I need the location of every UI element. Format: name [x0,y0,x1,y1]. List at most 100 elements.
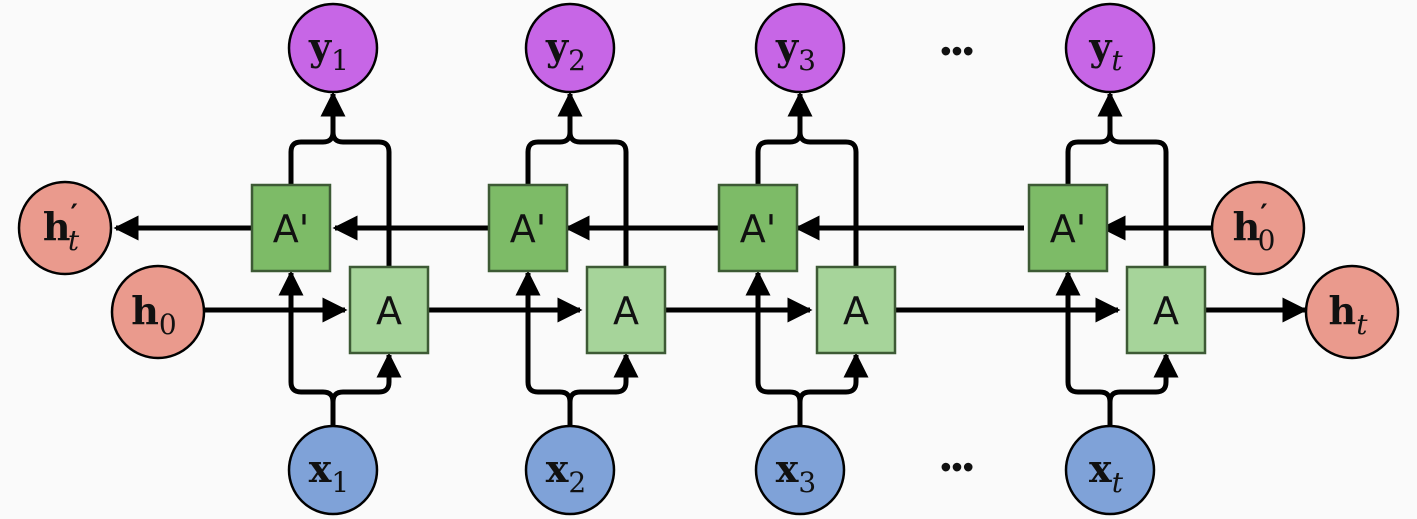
forward-cell-1-rect [348,265,430,355]
output-node-2: y2 [524,2,616,94]
output-node-2-base: y [545,24,569,69]
forward-cell-4-to-output [1097,91,1169,267]
input-node-3: x3 [754,424,846,516]
hidden-forward-in-subscript: 0 [159,308,177,341]
connection-lines [113,91,1308,426]
output-node-2-label: y2 [545,24,586,77]
backward-cell-4-to-output [1065,131,1113,185]
backward-cell-2-label: A' [510,207,546,251]
forward-cell-4-label: A [1153,289,1179,333]
ellipsis-bottom: ••• [940,449,974,485]
input-3-to-backward-cell [745,270,803,426]
output-node-4: yt [1064,2,1156,94]
backward-cell-1-rect [250,183,332,273]
input-node-3-circle [754,424,846,516]
input-4-to-forward-cell [1107,352,1179,403]
hidden-forward-out-base: h [1329,288,1357,333]
output-node-3-circle [754,2,846,94]
output-node-3: y3 [754,2,846,94]
hidden-backward-in-base: h [1233,204,1261,249]
backward-cell-4-label: A' [1050,207,1086,251]
cells: A' A A' A A' A A' A [250,183,1207,355]
output-node-2-subscript: 2 [568,44,586,77]
output-node-4-subscript: t [1111,44,1123,77]
hidden-forward-in-circle [110,264,206,360]
hidden-forward-in-label: h0 [131,288,176,341]
ellipsis-top: ••• [940,33,974,69]
forward-cell-4-rect [1125,265,1207,355]
hidden-backward-out-prime: ′ [70,198,77,231]
hidden-backward-in-subscript: 0 [1258,224,1276,257]
hidden-backward-in-prime: ′ [1260,198,1267,231]
input-node-2: x2 [524,424,616,516]
hidden-backward-out-base: h [43,204,71,249]
output-node-3-base: y [775,24,799,69]
forward-cell-2: A [585,265,667,355]
hidden-forward-in-base: h [131,288,159,333]
input-1-to-forward-cell [330,352,402,403]
input-node-3-label: x3 [776,446,816,499]
backward-cell-3-to-output [755,131,803,185]
hidden-backward-in: h′0 [1210,180,1306,276]
output-node-1-base: y [308,24,332,69]
input-node-2-subscript: 2 [568,466,586,499]
input-1-to-backward-cell [278,270,336,426]
hidden-backward-out-subscript: t [68,224,80,257]
input-node-4: xt [1064,424,1156,516]
output-node-4-base: y [1088,24,1112,69]
hidden-forward-out: ht [1304,264,1400,360]
input-node-1-label: x1 [309,446,349,499]
output-node-4-circle [1064,2,1156,94]
output-node-4-label: yt [1088,24,1123,77]
forward-cell-4: A [1125,265,1207,355]
backward-cell-2-rect [487,183,569,273]
input-node-1-base: x [309,446,332,491]
backward-cell-1-to-output [288,131,336,185]
backward-cell-1-label: A' [273,207,309,251]
forward-cell-2-label: A [613,289,639,333]
input-node-2-base: x [546,446,569,491]
forward-cell-1: A [348,265,430,355]
forward-cell-1-label: A [376,289,402,333]
input-4-to-backward-cell [1055,270,1113,426]
output-node-1-subscript: 1 [331,44,349,77]
backward-cell-1: A' [250,183,332,273]
input-node-1-circle [287,424,379,516]
input-node-2-label: x2 [546,446,586,499]
input-2-to-backward-cell [515,270,573,426]
output-node-3-subscript: 3 [798,44,816,77]
input-node-3-base: x [776,446,799,491]
hidden-forward-in: h0 [110,264,206,360]
backward-cell-4-rect [1027,183,1109,273]
hidden-forward-out-label: ht [1329,288,1369,341]
hidden-backward-in-circle [1210,180,1306,276]
output-node-3-label: y3 [775,24,816,77]
hidden-forward-out-subscript: t [1356,308,1368,341]
input-node-1: x1 [287,424,379,516]
hidden-backward-in-label: h′0 [1233,198,1276,257]
hidden-backward-out: h′t [17,180,113,276]
output-node-1-label: y1 [308,24,349,77]
forward-cell-2-to-output [557,91,629,267]
forward-cell-1-to-output [320,91,392,267]
input-node-3-subscript: 3 [798,466,816,499]
input-node-4-label: xt [1089,446,1124,499]
forward-cell-3-to-output [787,91,859,267]
hidden-backward-out-circle [17,180,113,276]
forward-cell-3: A [815,265,897,355]
backward-cell-2-to-output [525,131,573,185]
backward-cell-2: A' [487,183,569,273]
output-node-1: y1 [287,2,379,94]
forward-cell-3-label: A [843,289,869,333]
hidden-forward-out-circle [1304,264,1400,360]
input-2-to-forward-cell [567,352,639,403]
input-node-4-base: x [1089,446,1112,491]
input-3-to-forward-cell [797,352,869,403]
backward-cell-4: A' [1027,183,1109,273]
output-node-1-circle [287,2,379,94]
output-node-2-circle [524,2,616,94]
backward-cell-3: A' [717,183,799,273]
forward-cell-3-rect [815,265,897,355]
